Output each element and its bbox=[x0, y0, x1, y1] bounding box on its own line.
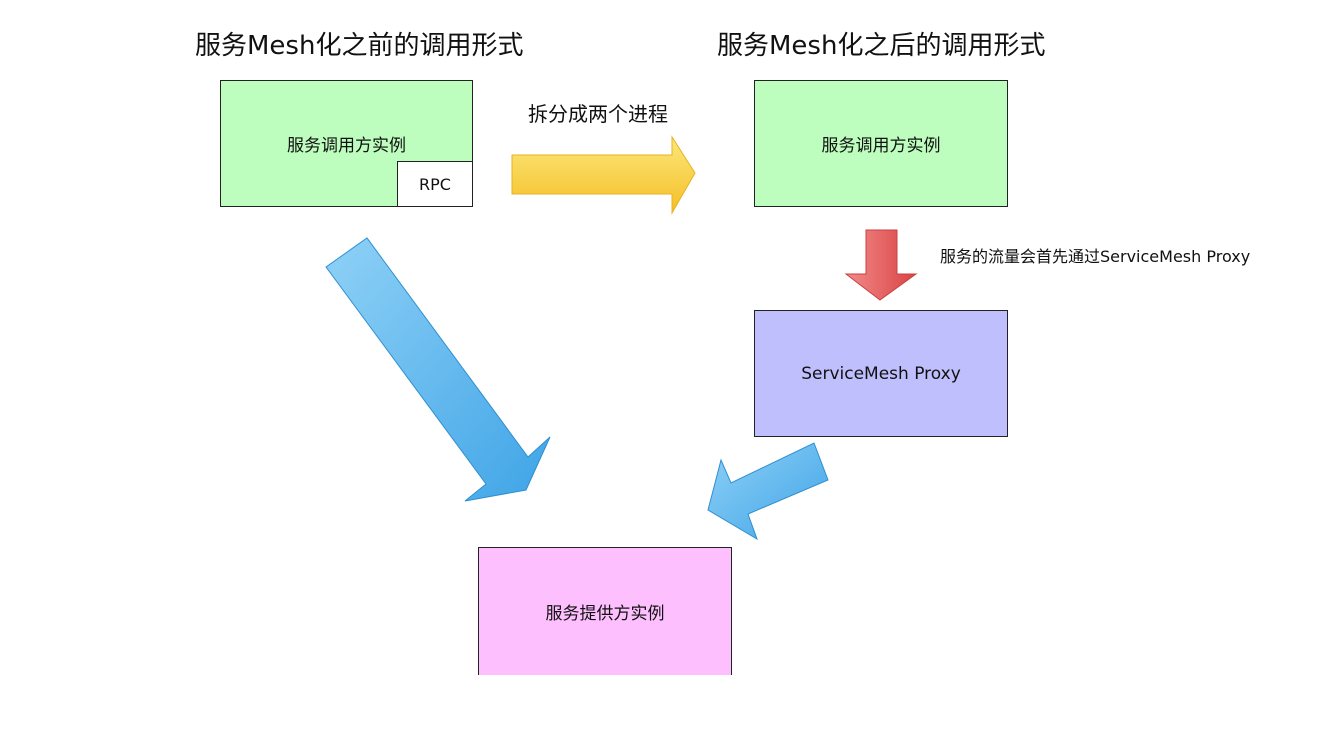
caller-instance-after-box: 服务调用方实例 bbox=[754, 80, 1008, 207]
rpc-label: RPC bbox=[419, 174, 451, 194]
servicemesh-proxy-label: ServiceMesh Proxy bbox=[801, 363, 961, 384]
split-label: 拆分成两个进程 bbox=[528, 102, 668, 126]
provider-instance-label: 服务提供方实例 bbox=[545, 604, 665, 624]
caller-instance-after-label: 服务调用方实例 bbox=[821, 136, 941, 156]
heading-after-mesh: 服务Mesh化之后的调用形式 bbox=[717, 31, 1046, 61]
servicemesh-proxy-box: ServiceMesh Proxy bbox=[754, 310, 1008, 437]
direct-call-arrow bbox=[325, 237, 551, 502]
traffic-note: 服务的流量会首先通过ServiceMesh Proxy bbox=[940, 247, 1251, 266]
traffic-arrow bbox=[844, 229, 918, 301]
proxy-call-arrow bbox=[707, 442, 829, 541]
heading-before-mesh: 服务Mesh化之前的调用形式 bbox=[195, 31, 524, 61]
rpc-box: RPC bbox=[397, 161, 473, 207]
caller-instance-before-label: 服务调用方实例 bbox=[287, 136, 406, 156]
provider-instance-box: 服务提供方实例 bbox=[478, 547, 732, 675]
caller-instance-before-box: 服务调用方实例 RPC bbox=[220, 80, 473, 207]
split-arrow bbox=[511, 135, 696, 215]
